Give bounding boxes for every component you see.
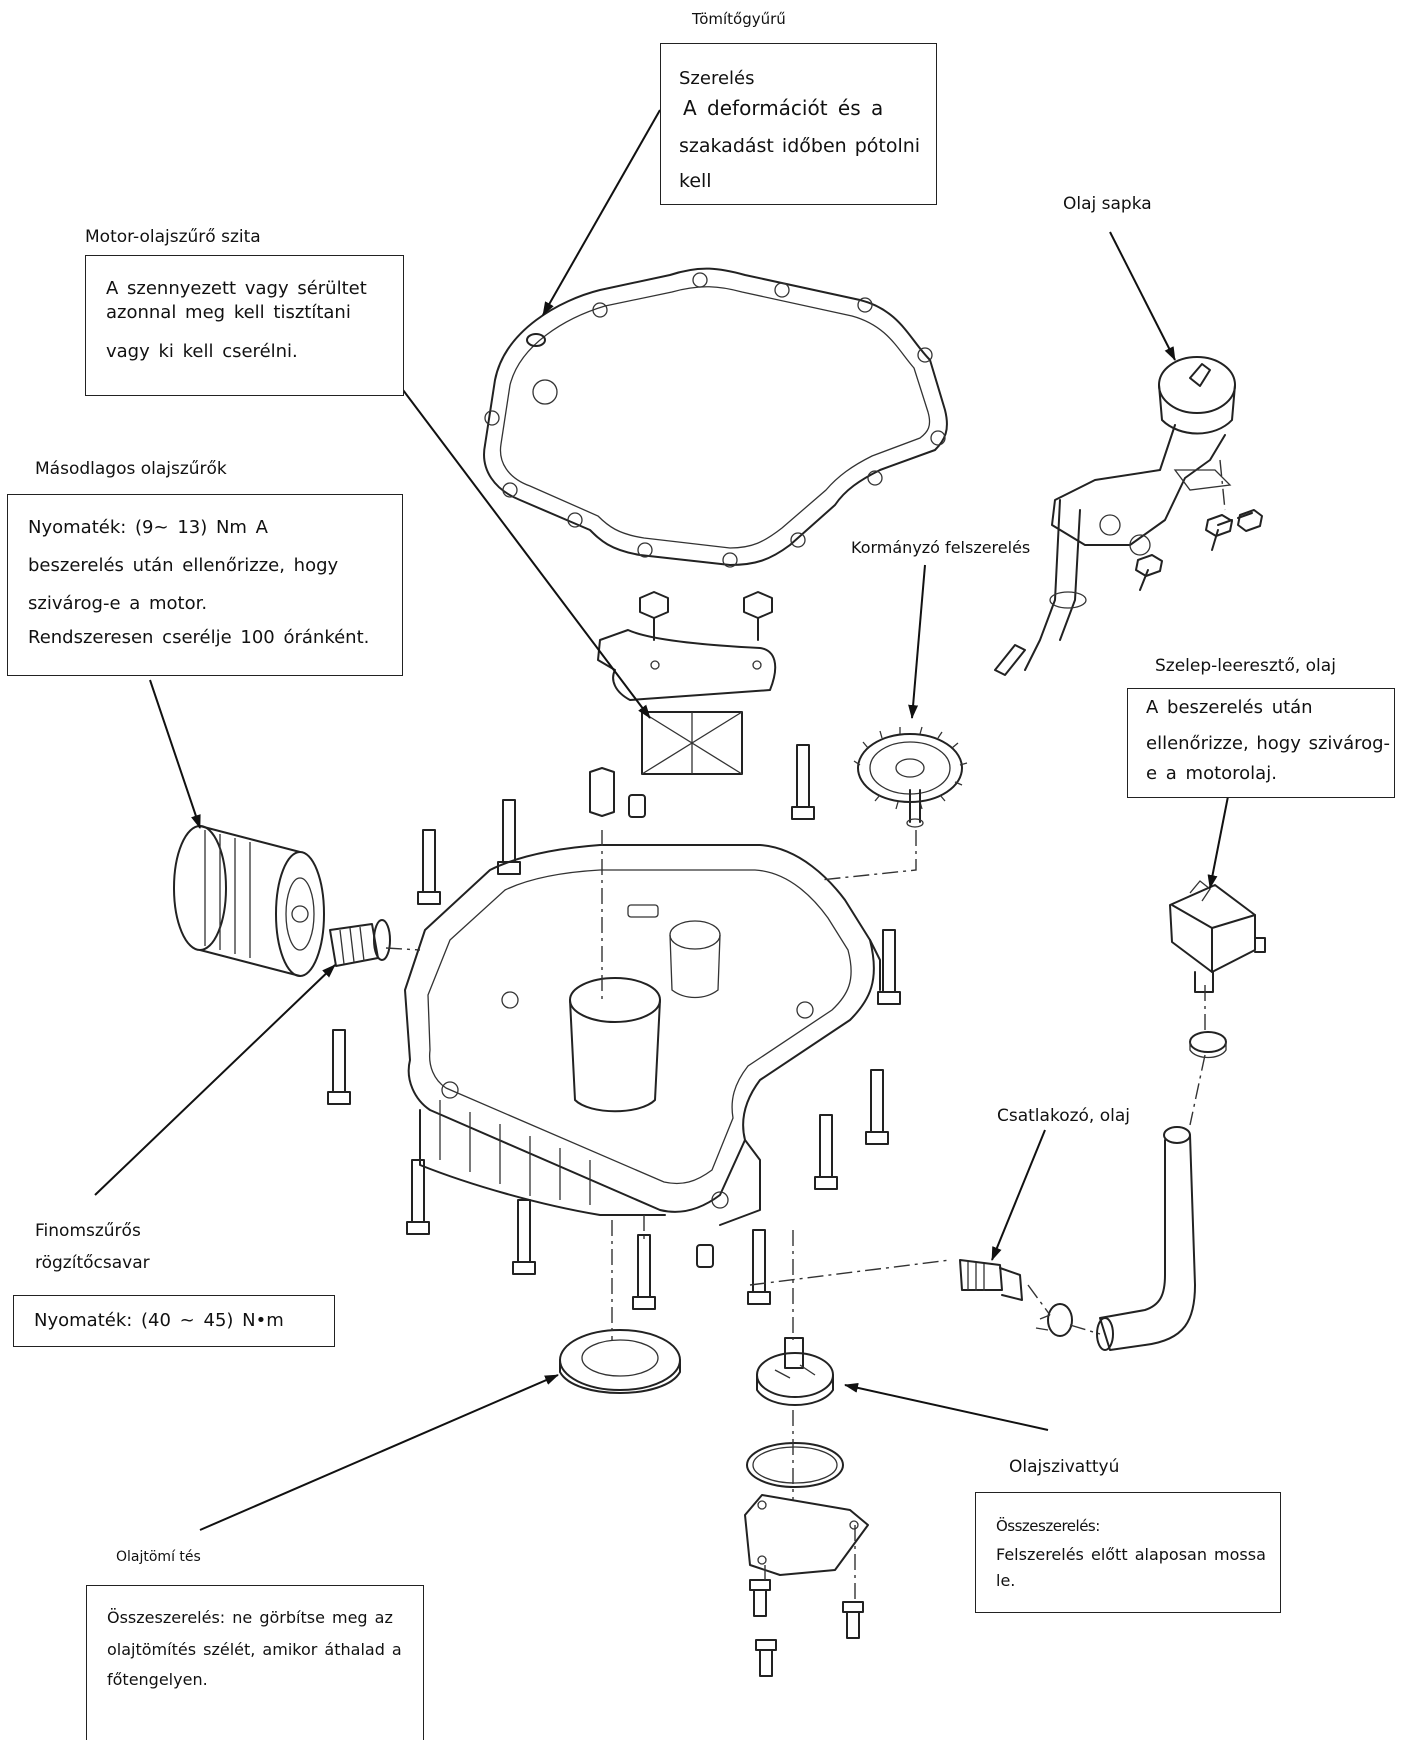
governor-label: Kormányzó felszerelés [851, 538, 1031, 557]
oil-seal-box-line: főtengelyen. [107, 1670, 208, 1689]
hose-clamp-lower [1035, 1303, 1073, 1337]
gasket-ring-box-line: szakadást időben pótolni [679, 135, 921, 157]
bolt [747, 1229, 771, 1305]
secondary-filter-box-line: szivárog-e a motor. [28, 593, 208, 614]
crankcase-housing [404, 844, 881, 1226]
filter-threaded-fitting [329, 919, 391, 967]
motor-screen-box-line: A szennyezett vagy sérültet [106, 278, 367, 299]
gasket-ring-box-line: A deformációt és a [683, 96, 884, 120]
oil-seal-box: Összeszerelés: ne görbítse meg az olajtö… [86, 1585, 424, 1740]
assembly-lines [385, 459, 1226, 1600]
oil-cap-label: Olaj sapka [1063, 194, 1152, 214]
oil-cap-assembly [994, 356, 1263, 676]
leader-lines [94, 109, 1233, 1531]
fine-filter-bolt-label: Finomszűrős [35, 1221, 141, 1241]
oil-pump-box-line: le. [996, 1571, 1016, 1590]
motor-screen-label: Motor-olajszűrő szita [85, 227, 261, 247]
motor-screen-box-line: azonnal meg kell tisztítani [106, 302, 351, 323]
bolt [814, 1114, 838, 1190]
bolt [512, 1199, 536, 1275]
drain-valve-box: A beszerelés után ellenőrizze, hogy sziv… [1127, 688, 1395, 798]
strainer-bolt-right [743, 591, 773, 641]
oil-seal-box-line: Összeszerelés: ne görbítse meg az [107, 1608, 393, 1627]
gasket-ring-box: Szerelés A deformációt és a szakadást id… [660, 43, 937, 205]
oil-pump-label: Olajszivattyú [1009, 1457, 1120, 1477]
bolt [327, 1029, 351, 1105]
bolt [632, 1234, 656, 1310]
drain-hose [1096, 1126, 1196, 1351]
fine-filter-bolt-box-line: Nyomaték: (40 ~ 45) N•m [34, 1310, 284, 1331]
secondary-filter-box: Nyomaték: (9~ 13) Nm A beszerelés után e… [7, 494, 403, 676]
oil-seal-box-line: olajtömítés szélét, amikor áthalad a [107, 1640, 402, 1659]
connector-label: Csatlakozó, olaj [997, 1106, 1130, 1126]
bolt [842, 1601, 864, 1639]
drain-valve-box-line: ellenőrizze, hogy szivárog- [1146, 733, 1391, 754]
small-o-ring [526, 333, 546, 347]
bolt [589, 767, 615, 817]
gasket-ring-box-line: Szerelés [679, 68, 755, 89]
secondary-filter-box-line: Nyomaték: (9~ 13) Nm A [28, 517, 268, 538]
secondary-filter-box-line: Rendszeresen cserélje 100 óránként. [28, 627, 370, 648]
secondary-filter-label: Másodlagos olajszűrők [35, 459, 227, 479]
cover-gasket [483, 267, 948, 568]
bolt [406, 1159, 430, 1235]
fine-filter-bolt-label: rögzítőcsavar [35, 1253, 150, 1273]
bolt [696, 1244, 714, 1268]
fine-filter-bolt-box: Nyomaték: (40 ~ 45) N•m [13, 1295, 335, 1347]
oil-pump-box-line: Felszerelés előtt alaposan mossa [996, 1545, 1266, 1564]
oil-strainer [597, 629, 777, 775]
drain-valve-label: Szelep-leeresztő, olaj [1155, 656, 1336, 676]
pump-cover-plate [744, 1494, 869, 1576]
oil-seal-label: Olajtömí tés [116, 1549, 201, 1565]
bolt [865, 1069, 889, 1145]
bolt [749, 1579, 771, 1617]
bolt [877, 929, 901, 1005]
bolt [628, 794, 646, 818]
drain-valve [1169, 880, 1266, 993]
secondary-filter-box-line: beszerelés után ellenőrizze, hogy [28, 555, 339, 576]
hose-clamp-upper [1189, 1031, 1227, 1059]
oil-pump-box-line: Összeszerelés: [996, 1517, 1100, 1535]
oil-seal [559, 1329, 681, 1394]
motor-screen-box-line: vagy ki kell cserélni. [106, 341, 298, 362]
oil-pump [756, 1337, 834, 1406]
secondary-oil-filter [173, 825, 325, 977]
oil-pump-box: Összeszerelés: Felszerelés előtt alaposa… [975, 1492, 1281, 1613]
bolt [755, 1639, 777, 1677]
drain-valve-box-line: e a motorolaj. [1146, 763, 1277, 784]
pump-o-ring [746, 1442, 844, 1488]
strainer-bolt-left [639, 591, 669, 641]
drain-valve-box-line: A beszerelés után [1146, 697, 1313, 718]
gasket-ring-box-line: kell [679, 170, 712, 192]
bolt [791, 744, 815, 820]
motor-screen-box: A szennyezett vagy sérültet azonnal meg … [85, 255, 404, 396]
oil-connector [959, 1259, 1023, 1301]
governor-gear [853, 726, 968, 828]
bolt [417, 829, 441, 905]
gasket-ring-label: Tömítőgyűrű [692, 10, 786, 28]
bolt [497, 799, 521, 875]
